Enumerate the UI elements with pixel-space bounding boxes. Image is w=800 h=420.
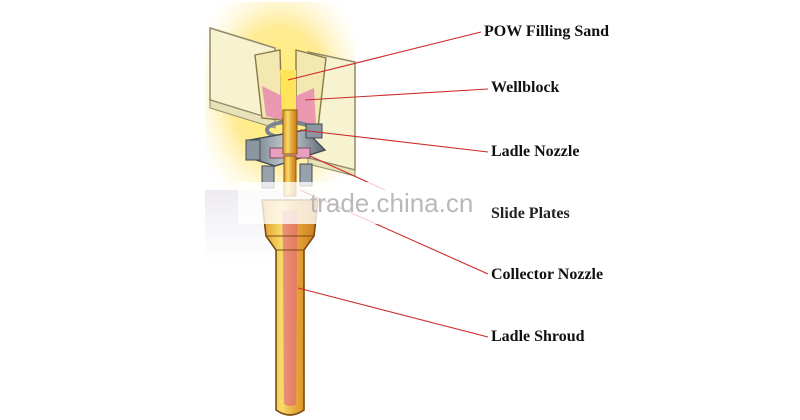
shroud-bore: [282, 210, 298, 406]
wellblock-pink-right: [296, 88, 316, 126]
watermark-box: trade.china.cn: [238, 182, 503, 224]
label-ladle-shroud: Ladle Shroud: [491, 328, 585, 345]
label-collector-nozzle: Collector Nozzle: [491, 266, 604, 283]
watermark-text: trade.china.cn: [310, 188, 474, 218]
filling-sand: [280, 70, 296, 118]
wellblock-pink-left: [262, 86, 282, 120]
shell-plate: [209, 99, 276, 129]
leader-line-ladle-nozzle: [299, 129, 489, 153]
leader-line-pow-filling-sand: [287, 31, 482, 81]
label-pow-filling-sand: POW Filling Sand: [484, 23, 610, 40]
frame-clamp: [245, 139, 261, 161]
ladle-shroud-shape: [261, 199, 319, 416]
leader-line-wellblock: [304, 88, 489, 101]
ladle-nozzle-shape: [282, 109, 298, 155]
label-slide-plates: Slide Plates: [491, 205, 570, 222]
label-wellblock: Wellblock: [491, 79, 560, 96]
leader-line-ladle-shroud: [297, 287, 489, 338]
wellblock-shape: [254, 49, 327, 129]
label-ladle-nozzle: Ladle Nozzle: [491, 143, 580, 160]
